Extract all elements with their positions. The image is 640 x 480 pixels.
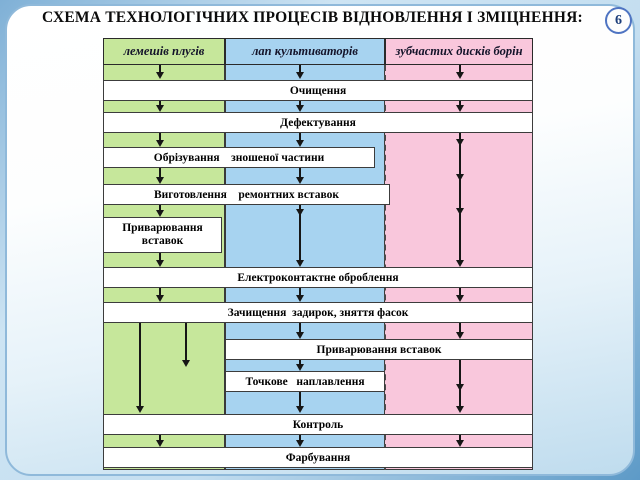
arrowhead-down-icon [155,440,164,447]
page-number: 6 [615,12,622,28]
flow-arrow [159,205,161,212]
arrowhead-down-icon [455,174,464,181]
flow-arrow [139,323,141,408]
flow-arrow [159,101,161,107]
arrowhead-down-icon [455,332,464,339]
flow-arrow [459,64,461,74]
flow-arrow [159,288,161,297]
arrowhead-down-icon [155,210,164,217]
arrowhead-down-icon [155,177,164,184]
flow-arrow [299,360,301,366]
step-cutting-worn-part: Обрізування зношеної частини [103,147,375,168]
flow-arrow [159,253,161,262]
flow-arrow [299,101,301,107]
step-control: Контроль [103,414,533,435]
arrowhead-down-icon [295,332,304,339]
flow-arrow [299,392,301,408]
arrowhead-down-icon [135,406,144,413]
arrowhead-down-icon [455,406,464,413]
flow-arrow [185,323,187,362]
step-welding-inserts-left: Приварювання вставок [103,217,222,253]
flow-arrow [159,168,161,179]
column-header-label: лемешів плугів [123,44,205,58]
arrowhead-down-icon [155,295,164,302]
step-defect-detection: Дефектування [103,112,533,133]
arrowhead-down-icon [155,72,164,79]
flow-arrow [459,323,461,334]
flow-arrow [299,323,301,334]
flow-arrow [159,64,161,74]
arrowhead-down-icon [455,139,464,146]
flow-arrow [159,435,161,442]
arrowhead-down-icon [455,105,464,112]
flow-arrow [299,168,301,179]
flow-arrow [159,133,161,142]
column-panel-cultivator-shovels [225,38,385,470]
arrowhead-down-icon [455,384,464,391]
flow-arrow [299,288,301,297]
step-cleaning: Очищення [103,80,533,101]
flow-arrow [459,101,461,107]
flow-arrow [459,288,461,297]
arrowhead-down-icon [155,260,164,267]
step-electrocontact-processing: Електроконтактне оброблення [103,267,533,288]
page-number-badge: 6 [605,7,632,34]
column-header-cultivator-shovels: лап культиваторів [225,38,385,65]
arrowhead-down-icon [295,209,304,216]
arrowhead-down-icon [455,440,464,447]
flow-arrow [299,435,301,442]
arrowhead-down-icon [295,105,304,112]
step-deburring-chamfering: Зачищення задирок, зняття фасок [103,302,533,323]
step-making-repair-inserts: Виготовлення ремонтних вставок [103,184,390,205]
column-header-plow-shares: лемешів плугів [103,38,225,65]
arrowhead-down-icon [181,360,190,367]
arrowhead-down-icon [295,364,304,371]
flow-arrow [299,205,301,262]
arrowhead-down-icon [295,140,304,147]
arrowhead-down-icon [455,260,464,267]
column-header-label: лап культиваторів [252,44,358,58]
step-painting: Фарбування [103,447,533,468]
page-title: СХЕМА ТЕХНОЛОГІЧНИХ ПРОЦЕСІВ ВІДНОВЛЕННЯ… [42,9,583,26]
flow-arrow [459,133,461,262]
flow-arrow [459,435,461,442]
step-welding-inserts-right: Приварювання вставок [225,339,533,360]
arrowhead-down-icon [295,295,304,302]
arrowhead-down-icon [295,72,304,79]
arrowhead-down-icon [295,440,304,447]
column-header-label: зубчастих дисків борін [395,44,523,58]
arrowhead-down-icon [155,105,164,112]
flow-arrow [299,64,301,74]
arrowhead-down-icon [455,208,464,215]
arrowhead-down-icon [155,140,164,147]
arrowhead-down-icon [295,406,304,413]
flow-arrow [299,133,301,142]
arrowhead-down-icon [295,177,304,184]
column-panel-plow-shares [103,38,225,470]
arrowhead-down-icon [295,260,304,267]
step-spot-surfacing: Точкове наплавлення [225,371,385,392]
arrowhead-down-icon [455,295,464,302]
arrowhead-down-icon [455,72,464,79]
column-header-harrow-discs: зубчастих дисків борін [385,38,533,65]
